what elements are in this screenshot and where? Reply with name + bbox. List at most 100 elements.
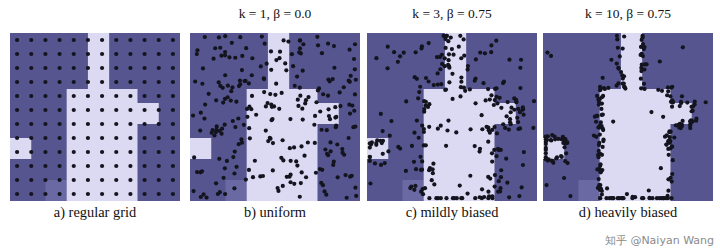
sample-dot — [458, 34, 462, 38]
sample-dot — [519, 58, 523, 62]
sample-dot — [29, 108, 33, 112]
sample-dot — [601, 145, 605, 149]
sample-dot — [325, 152, 329, 156]
sample-dot — [498, 96, 502, 100]
sample-dot — [514, 98, 518, 102]
sample-dot — [562, 145, 566, 149]
sample-dot — [501, 122, 505, 126]
sample-dot — [599, 187, 603, 191]
sample-dot — [680, 94, 684, 98]
sample-dot — [488, 176, 492, 180]
sample-dot — [100, 94, 104, 98]
sample-dot — [262, 90, 266, 94]
sample-dot — [157, 136, 161, 140]
sample-dot — [290, 52, 294, 56]
sample-dot — [262, 77, 266, 81]
sample-dot — [601, 76, 605, 80]
sample-dot — [640, 196, 644, 200]
sample-dot — [518, 126, 522, 130]
sample-dot — [381, 129, 385, 133]
sample-dot — [128, 108, 132, 112]
background-region — [190, 33, 360, 201]
sample-dot — [57, 164, 61, 168]
sample-dot — [415, 118, 419, 122]
sample-dot — [554, 156, 558, 160]
sample-dot — [465, 192, 469, 196]
sample-dot — [565, 140, 569, 144]
sample-dot — [259, 64, 263, 68]
sample-dot — [278, 50, 282, 54]
sample-dot — [301, 69, 305, 73]
sample-dot — [15, 52, 19, 56]
sample-dot — [353, 186, 357, 190]
sample-dot — [171, 150, 175, 154]
sample-dot — [473, 79, 477, 83]
sample-dot — [114, 150, 118, 154]
sample-dot — [381, 139, 385, 143]
sample-dot — [516, 120, 520, 124]
sample-dot — [333, 115, 337, 119]
sample-dot — [242, 123, 246, 127]
sample-dot — [440, 62, 444, 66]
sample-dot — [446, 39, 450, 43]
sample-dot — [490, 159, 494, 163]
sample-dot — [280, 91, 284, 95]
sample-dot — [253, 159, 257, 163]
sample-dot — [171, 178, 175, 182]
sample-dot — [436, 71, 440, 75]
sample-dot — [43, 136, 47, 140]
sample-dot — [563, 159, 567, 163]
sample-dot — [43, 122, 47, 126]
sample-dot — [490, 194, 494, 198]
sample-dot — [29, 136, 33, 140]
sample-dot — [281, 184, 285, 188]
sample-dot — [243, 79, 247, 83]
sample-dot — [549, 138, 553, 142]
sample-dot — [417, 90, 421, 94]
sample-dot — [483, 51, 487, 55]
sample-dot — [314, 171, 318, 175]
sample-dot — [521, 163, 525, 167]
sample-dot — [348, 111, 352, 115]
sample-dot — [202, 117, 206, 121]
sample-dot — [157, 164, 161, 168]
sample-dot — [353, 42, 357, 46]
sample-dot — [418, 155, 422, 159]
sample-dot — [142, 178, 146, 182]
sample-dot — [389, 119, 393, 123]
sample-dot — [450, 47, 454, 51]
sample-dot — [29, 192, 33, 196]
sample-dot — [412, 160, 416, 164]
sample-dot — [415, 77, 419, 81]
sample-dot — [207, 92, 211, 96]
sample-dot — [544, 151, 548, 155]
sample-dot — [29, 38, 33, 42]
object-region — [543, 138, 564, 159]
sample-dot — [283, 61, 287, 65]
sample-dot — [457, 45, 461, 49]
sample-dot — [677, 125, 681, 129]
sample-dot — [296, 98, 300, 102]
sample-dot — [233, 150, 237, 154]
sample-dot — [342, 85, 346, 89]
sample-dot — [460, 196, 464, 200]
sample-dot — [494, 86, 498, 90]
sample-dot — [237, 142, 241, 146]
sample-dot — [268, 92, 272, 96]
sample-dot — [128, 66, 132, 70]
sample-dot — [550, 159, 554, 163]
sample-dot — [681, 45, 685, 49]
sample-dot — [562, 176, 566, 180]
sample-dot — [480, 127, 484, 131]
sample-dot — [473, 101, 477, 105]
sample-dot — [293, 84, 297, 88]
sample-dot — [462, 86, 466, 90]
faint-region — [578, 180, 599, 201]
sample-dot — [685, 100, 689, 104]
sample-dot — [333, 105, 337, 109]
sample-dot — [298, 94, 302, 98]
sample-dot — [615, 37, 619, 41]
sample-dot — [424, 103, 428, 107]
sample-dot — [656, 88, 660, 92]
sample-dot — [667, 153, 671, 157]
